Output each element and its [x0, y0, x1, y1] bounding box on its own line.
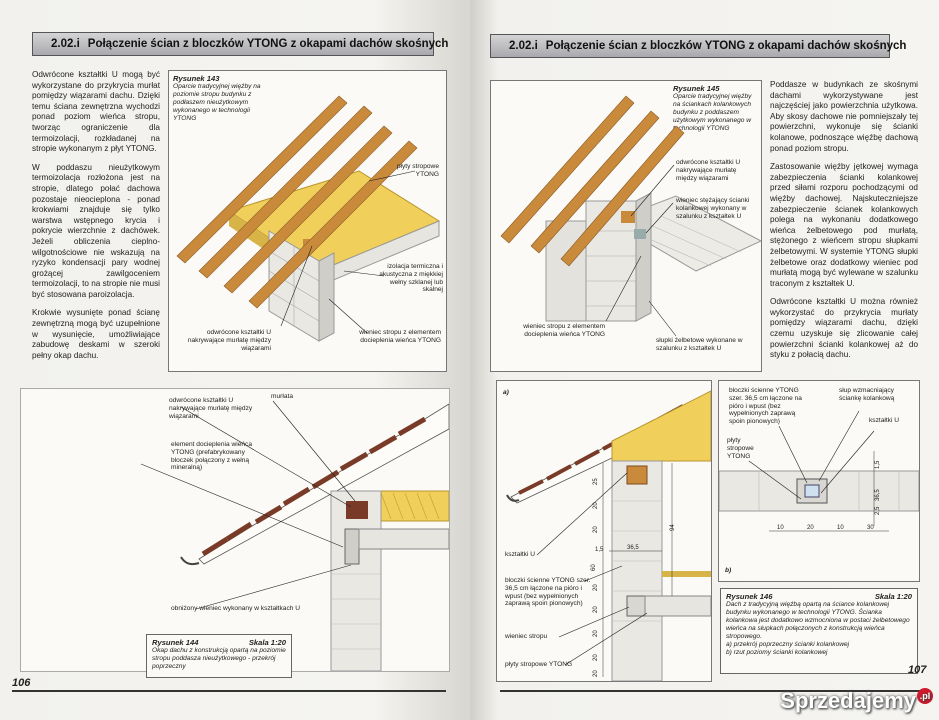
figure-title: Rysunek 144 — [152, 638, 199, 647]
footer-rule — [12, 690, 446, 692]
figure-caption: Rysunek 143 Oparcie tradycyjnej więźby n… — [173, 74, 265, 123]
dimension-label: 94 — [670, 524, 676, 531]
watermark-suffix: .pl — [917, 688, 933, 704]
dimension-label: 20 — [807, 525, 814, 531]
figure-144: odwrócone kształtki U nakrywające murłat… — [20, 388, 450, 672]
dimension-label: 10 — [837, 525, 844, 531]
label-inverted-u-blocks: odwrócone kształtki U nakrywające murłat… — [187, 329, 271, 352]
dimension-label: 20 — [593, 502, 599, 509]
watermark-text: Sprzedajemy — [780, 688, 916, 713]
figure-scale: Skala 1:20 — [874, 592, 912, 601]
label-ring-beam: wieniec stropu z elementem docieplenia w… — [359, 329, 441, 344]
watermark-logo: Sprzedajemy.pl — [780, 688, 933, 714]
left-page-header: 2.02.i Połączenie ścian z bloczków YTONG … — [32, 32, 448, 56]
figure-description: Okap dachu z konstrukcją opartą na pozio… — [152, 647, 286, 670]
figure-title: Rysunek 143 — [173, 74, 220, 83]
paragraph: W poddaszu nieużytkowym termoizolacja ro… — [32, 162, 160, 299]
figure-144-caption: Rysunek 144 Skala 1:20 Okap dachu z kons… — [146, 634, 292, 678]
dimension-label: 10 — [777, 525, 784, 531]
label-wall-plate: murłata — [271, 393, 293, 400]
dimension-label: 20 — [593, 654, 599, 661]
figure-146a: a) 94 — [496, 380, 712, 682]
label-insulation: izolacja termiczna i akustyczna z miękki… — [379, 263, 443, 294]
figure-143: Rysunek 143 Oparcie tradycyjnej więźby n… — [168, 70, 447, 372]
dimension-label: 30 — [867, 525, 874, 531]
label-wall-blocks: bloczki ścienne YTONG szer. 36,5 cm łącz… — [729, 387, 802, 426]
section-title: Połączenie ścian z bloczków YTONG z okap… — [87, 38, 449, 50]
dimension-label: 36,5 — [627, 545, 639, 551]
label-reinforcing-column: słup wzmacniający ściankę kolankową — [839, 387, 895, 402]
dimension-label: 20 — [593, 606, 599, 613]
knee-wall-plan-drawing: 10 20 10 30 36,5 2,5 1,5 — [719, 410, 919, 532]
label-rc-columns: słupki żelbetowe wykonane w szalunku z k… — [656, 337, 743, 352]
roof-isometric-drawing — [176, 95, 441, 342]
figure-146b: 10 20 10 30 36,5 2,5 1,5 bloczki ścienne… — [718, 380, 920, 582]
figure-145: Rysunek 145 Oparcie tradycyjnej więźby n… — [490, 80, 762, 372]
label-lowered-ring-beam: obniżony wieniec wykonany w kształtkach … — [171, 605, 301, 612]
label-bracing-ring-beam: wieniec stężający ścianki kolankowej wyk… — [676, 197, 750, 220]
label-floor-slabs: płyty stropowe YTONG — [727, 437, 754, 460]
label-wall-blocks: bloczki ścienne YTONG szer. 36,5 cm łącz… — [505, 577, 591, 608]
section-number: 2.02.i — [51, 38, 80, 50]
section-title: Połączenie ścian z bloczków YTONG z okap… — [545, 40, 907, 52]
page-number: 107 — [908, 664, 927, 676]
figure-panel-tag: b) — [725, 567, 732, 574]
dimension-label: 1,5 — [875, 460, 881, 469]
label-u-blocks: kształtki U — [869, 417, 900, 424]
figure-panel-tag: a) — [503, 389, 509, 396]
figure-title: Rysunek 145 — [673, 84, 720, 93]
figure-description: Dach z tradycyjną więźbą opartą na ścian… — [726, 601, 910, 640]
label-inverted-u-blocks: odwrócone kształtki U nakrywające murłat… — [169, 397, 253, 420]
figure-146-caption: Rysunek 146 Skala 1:20 Dach z tradycyjną… — [720, 588, 918, 674]
left-page: 2.02.i Połączenie ścian z bloczków YTONG … — [0, 0, 466, 720]
knee-wall-isometric-drawing — [500, 95, 761, 337]
dimension-label: 2,5 — [875, 506, 881, 515]
dimension-label: 20 — [593, 584, 599, 591]
label-floor-slabs: płyty stropowe YTONG — [396, 163, 439, 178]
paragraph: Poddasze w budynkach ze skośnymi dachami… — [770, 80, 918, 153]
left-body-text: Odwrócone kształtki U mogą być wykorzyst… — [32, 70, 160, 369]
label-ring-beam: wieniec stropu z elementem docieplenia w… — [523, 323, 605, 338]
label-u-blocks: kształtki U — [505, 551, 536, 558]
label-ring-beam: wieniec stropu — [505, 633, 548, 640]
right-body-text: Poddasze w budynkach ze skośnymi dachami… — [770, 80, 918, 369]
label-floor-slabs: płyty stropowe YTONG — [505, 661, 573, 668]
paragraph: Zastosowanie więźby jętkowej wymaga zabe… — [770, 162, 918, 288]
paragraph: Odwrócone kształtki U można również wyko… — [770, 297, 918, 360]
eaves-section-drawing — [140, 400, 449, 671]
dimension-label: 60 — [591, 564, 597, 571]
footer-rule — [500, 690, 920, 692]
page-number: 106 — [12, 677, 31, 689]
dimension-label: 20 — [593, 670, 599, 677]
dimension-label: 20 — [593, 630, 599, 637]
label-ring-beam-insulation: element docieplenia wieńca YTONG (prefab… — [171, 441, 253, 472]
figure-item-a: a) przekrój poprzeczny ścianki kolankowe… — [726, 641, 850, 648]
right-page: 2.02.i Połączenie ścian z bloczków YTONG … — [470, 0, 939, 720]
figure-scale: Skala 1:20 — [248, 638, 286, 647]
figure-description: Oparcie tradycyjnej więźby na poziomie s… — [173, 83, 261, 122]
figure-description: Oparcie tradycyjnej więźby na ściankach … — [673, 93, 752, 132]
figure-title: Rysunek 146 — [726, 592, 773, 601]
label-inverted-u-blocks: odwrócone kształtki U nakrywające murłat… — [676, 159, 741, 182]
right-page-header: 2.02.i Połączenie ścian z bloczków YTONG … — [490, 34, 906, 58]
knee-wall-section-drawing: 94 60 36,5 1,5 25 20 20 20 20 20 20 20 — [506, 390, 711, 681]
paragraph: Krokwie wysunięte ponad ścianę zewnętrzn… — [32, 308, 160, 360]
figure-caption: Rysunek 145 Oparcie tradycyjnej więźby n… — [673, 84, 757, 133]
dimension-label: 1,5 — [595, 547, 604, 553]
paragraph: Odwrócone kształtki U mogą być wykorzyst… — [32, 70, 160, 154]
dimension-label: 20 — [593, 526, 599, 533]
dimension-label: 25 — [593, 478, 599, 485]
section-number: 2.02.i — [509, 40, 538, 52]
figure-item-b: b) rzut poziomy ścianki kolankowej — [726, 649, 828, 656]
dimension-label: 36,5 — [875, 489, 881, 501]
